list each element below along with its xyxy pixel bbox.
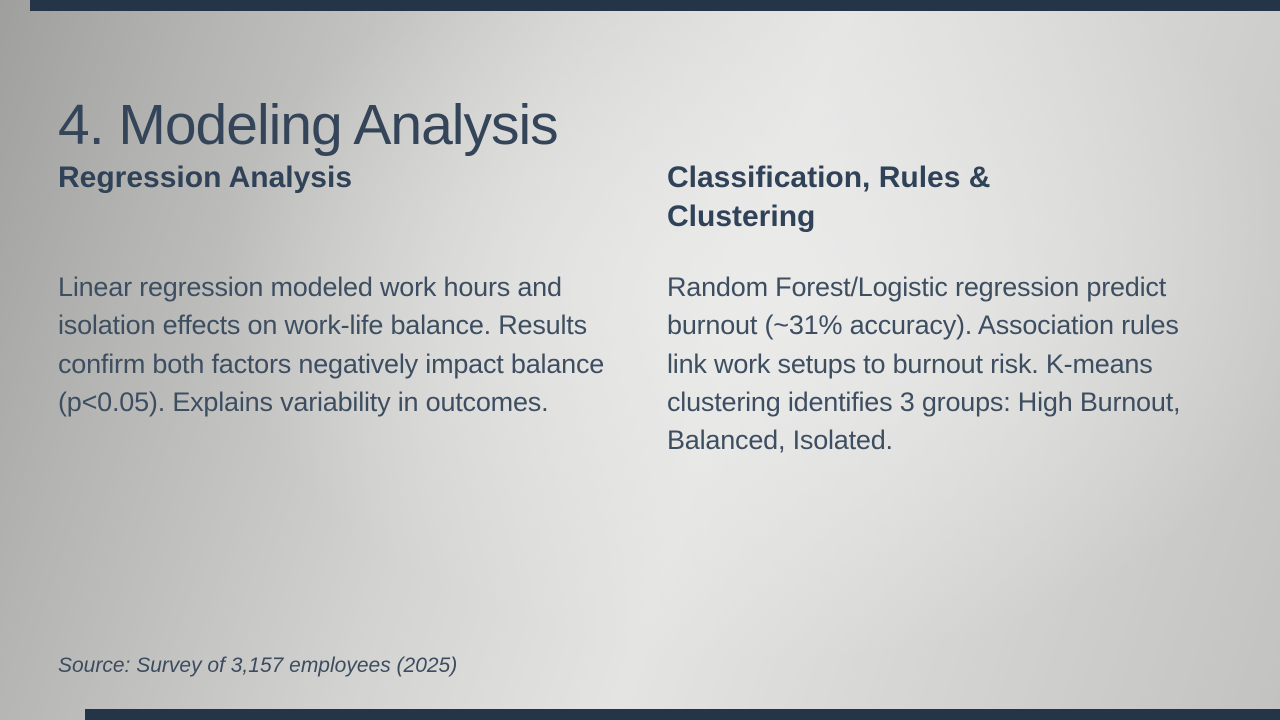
classification-heading: Classification, Rules & Clustering xyxy=(667,161,991,233)
bottom-accent-bar xyxy=(85,709,1280,720)
regression-heading: Regression Analysis xyxy=(58,161,353,194)
column-classification: Classification, Rules & Clustering Rando… xyxy=(667,158,1214,460)
source-note: Source: Survey of 3,157 employees (2025) xyxy=(58,654,458,677)
column-regression: Regression Analysis Linear regression mo… xyxy=(58,158,605,460)
top-accent-bar xyxy=(30,0,1280,11)
slide-title: 4. Modeling Analysis xyxy=(58,93,559,158)
regression-body-text: Linear regression modeled work hours and… xyxy=(58,272,605,417)
classification-body-text: Random Forest/Logistic regression predic… xyxy=(667,272,1181,456)
content-columns: Regression Analysis Linear regression mo… xyxy=(58,158,1214,460)
